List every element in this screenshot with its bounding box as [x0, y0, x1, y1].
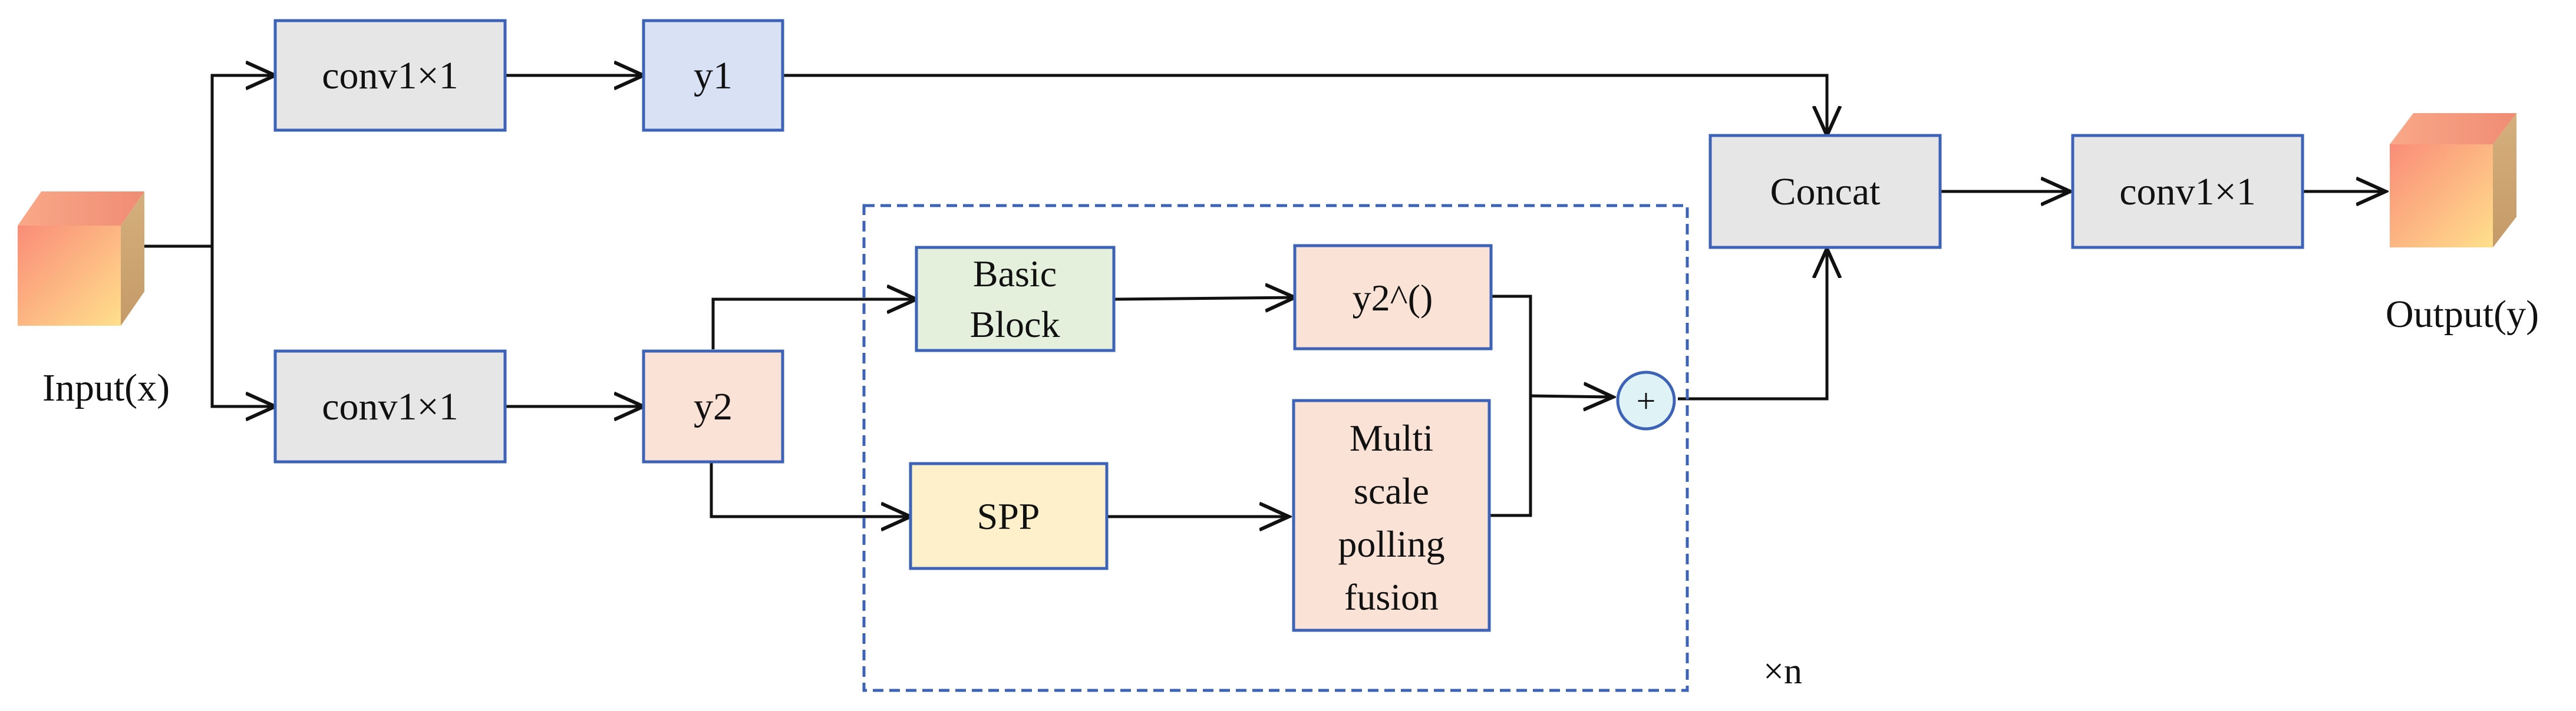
node-y1: y1	[642, 19, 784, 132]
node-conv-bottom: conv1×1	[273, 349, 507, 464]
node-multiscale-line3: polling	[1338, 523, 1444, 565]
node-multiscale-line4: fusion	[1344, 576, 1439, 618]
node-conv-out-label: conv1×1	[2119, 170, 2256, 213]
sum-node: +	[1616, 371, 1676, 431]
node-concat: Concat	[1708, 134, 1942, 249]
node-y2: y2	[642, 349, 784, 464]
repeat-region	[862, 204, 1689, 692]
edge-basic-block-to-y2hat	[1113, 297, 1295, 299]
node-basic-block-line1: Basic	[973, 253, 1057, 295]
edges	[144, 75, 2386, 517]
node-conv-bottom-label: conv1×1	[322, 385, 459, 428]
edge-y2-to-spp	[710, 463, 911, 517]
repeat-label: ×n	[1763, 652, 1802, 692]
node-multiscale-fusion: Multi scale polling fusion	[1292, 399, 1491, 632]
input-label: Input(x)	[42, 366, 170, 409]
node-spp: SPP	[909, 462, 1109, 570]
node-multiscale-line1: Multi	[1350, 417, 1433, 459]
output-label: Output(y)	[2386, 293, 2539, 336]
node-y1-label: y1	[694, 54, 733, 97]
node-multiscale-line2: scale	[1354, 470, 1429, 512]
node-y2-hat: y2^()	[1293, 244, 1493, 350]
node-spp-label: SPP	[977, 495, 1040, 537]
edge-to-conv-bottom	[210, 246, 275, 406]
input-cube	[18, 191, 144, 326]
node-conv-top: conv1×1	[273, 19, 507, 132]
edge-y2-to-basic-block	[711, 299, 916, 349]
output-cube	[2390, 113, 2516, 247]
node-basic-block: Basic Block	[915, 246, 1116, 352]
sum-symbol: +	[1637, 382, 1656, 420]
edge-to-conv-top	[210, 75, 275, 246]
node-basic-block-line2: Block	[970, 303, 1060, 345]
node-conv-out: conv1×1	[2071, 134, 2304, 249]
node-concat-label: Concat	[1770, 170, 1881, 213]
edge-y2hat-merge	[1489, 295, 1532, 517]
edge-y1-to-concat	[783, 74, 1827, 135]
node-conv-top-label: conv1×1	[322, 54, 459, 97]
node-y2-hat-label: y2^()	[1353, 277, 1433, 319]
edge-merge-to-sum	[1530, 396, 1613, 397]
node-y2-label: y2	[694, 385, 733, 428]
edge-sum-to-concat	[1678, 249, 1827, 401]
